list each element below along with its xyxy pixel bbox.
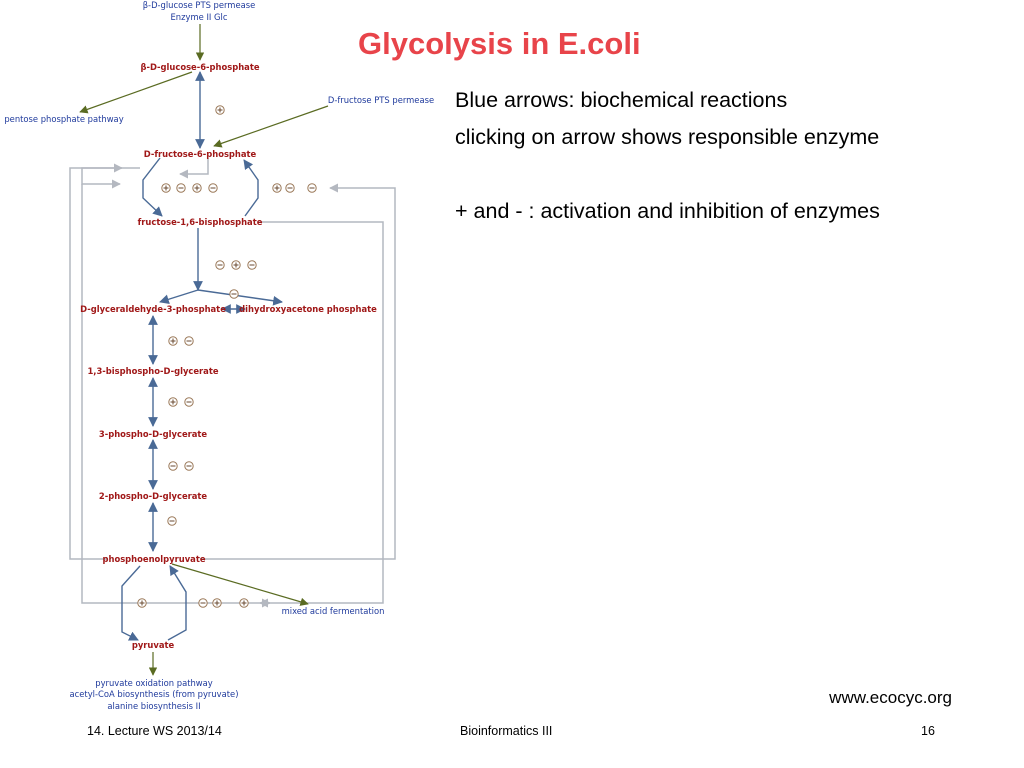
reaction-ppsa[interactable] <box>167 565 187 641</box>
metabolite-dihydroxyacetone-phosphate[interactable]: dihydroxyacetone phosphate <box>239 304 377 314</box>
metabolite-1-3-bisphosphoglycerate[interactable]: 1,3-bisphospho-D-glycerate <box>87 366 218 376</box>
activator-marker[interactable] <box>161 183 171 193</box>
metabolite-labels: β-D-glucose-6-phosphate D-fructose-6-pho… <box>80 62 377 650</box>
metabolite-3-phosphoglycerate[interactable]: 3-phospho-D-glycerate <box>99 429 208 439</box>
activator-marker[interactable] <box>212 598 222 608</box>
metabolite-fructose-6-phosphate[interactable]: D-fructose-6-phosphate <box>144 149 257 159</box>
pathway-links <box>79 24 329 676</box>
reaction-pykf[interactable] <box>121 565 141 641</box>
inhibitor-marker[interactable] <box>198 598 208 608</box>
inhibitor-marker[interactable] <box>285 183 295 193</box>
reaction-arrows <box>121 71 283 641</box>
inhibitor-marker[interactable] <box>176 183 186 193</box>
metabolite-2-phosphoglycerate[interactable]: 2-phospho-D-glycerate <box>99 491 208 501</box>
arrow-to-mixed-acid[interactable] <box>171 563 309 606</box>
inhibitor-marker[interactable] <box>215 260 225 270</box>
arrow-to-pentose-phosphate[interactable] <box>79 71 193 114</box>
inhibitor-marker[interactable] <box>208 183 218 193</box>
metabolite-glucose-6-phosphate[interactable]: β-D-glucose-6-phosphate <box>140 62 259 72</box>
activator-marker[interactable] <box>239 598 249 608</box>
footer-page-number: 16 <box>921 724 935 738</box>
reaction-aldolase-to-dhap[interactable] <box>197 289 283 306</box>
activator-marker[interactable] <box>272 183 282 193</box>
activator-marker[interactable] <box>137 598 147 608</box>
reaction-fbp[interactable] <box>243 159 259 217</box>
footer-lecture: 14. Lecture WS 2013/14 <box>87 724 222 738</box>
bullet-clicking-arrow: clicking on arrow shows responsible enzy… <box>455 125 880 149</box>
feedback-line-to-pyruvate-kinase[interactable] <box>81 184 271 608</box>
source-link[interactable]: www.ecocyc.org <box>829 688 952 707</box>
feedback-line-inner-left[interactable] <box>81 167 140 189</box>
arrow-fructose-uptake[interactable] <box>213 105 329 148</box>
bullet-activation-inhibition: + and - : activation and inhibition of e… <box>455 199 880 223</box>
activator-marker[interactable] <box>231 260 241 270</box>
label-enzyme-ii-glc[interactable]: Enzyme II Glc <box>171 12 228 22</box>
metabolite-glyceraldehyde-3-phosphate[interactable]: D-glyceraldehyde-3-phosphate <box>80 304 226 314</box>
inhibitor-marker[interactable] <box>184 336 194 346</box>
activator-marker[interactable] <box>168 397 178 407</box>
reaction-aldolase-to-gap[interactable] <box>159 289 199 305</box>
glycolysis-pathway-diagram: β-D-glucose-6-phosphate D-fructose-6-pho… <box>4 0 434 711</box>
regulation-markers <box>137 105 317 608</box>
label-pentose-phosphate-pathway[interactable]: pentose phosphate pathway <box>4 114 123 124</box>
inhibitor-marker[interactable] <box>167 516 177 526</box>
metabolite-pyruvate[interactable]: pyruvate <box>132 640 175 650</box>
activator-marker[interactable] <box>215 105 225 115</box>
inhibitor-marker[interactable] <box>168 461 178 471</box>
metabolite-phosphoenolpyruvate[interactable]: phosphoenolpyruvate <box>102 554 205 564</box>
feedback-line-f6p[interactable] <box>179 158 209 179</box>
label-pyruvate-oxidation-pathway[interactable]: pyruvate oxidation pathway <box>95 678 213 688</box>
activator-marker[interactable] <box>168 336 178 346</box>
label-alanine-biosynthesis[interactable]: alanine biosynthesis II <box>107 701 200 711</box>
metabolite-fructose-1-6-bisphosphate[interactable]: fructose-1,6-bisphosphate <box>138 217 263 227</box>
label-fructose-pts-permease[interactable]: D-fructose PTS permease <box>328 95 434 105</box>
inhibitor-marker[interactable] <box>184 397 194 407</box>
bullet-blue-arrows: Blue arrows: biochemical reactions <box>455 88 788 112</box>
inhibitor-marker[interactable] <box>247 260 257 270</box>
slide-title: Glycolysis in E.coli <box>358 26 641 61</box>
inhibitor-marker[interactable] <box>184 461 194 471</box>
feedback-line-fbp-right[interactable] <box>258 221 384 608</box>
label-acetyl-coa-biosynthesis[interactable]: acetyl-CoA biosynthesis (from pyruvate) <box>70 689 239 699</box>
inhibitor-marker[interactable] <box>229 289 239 299</box>
external-labels: β-D-glucose PTS permease Enzyme II Glc D… <box>4 0 434 711</box>
label-mixed-acid-fermentation[interactable]: mixed acid fermentation <box>282 606 385 616</box>
activator-marker[interactable] <box>192 183 202 193</box>
reaction-pfk[interactable] <box>142 157 163 217</box>
inhibitor-marker[interactable] <box>307 183 317 193</box>
regulatory-feedback-lines <box>69 158 396 608</box>
label-glucose-pts-permease[interactable]: β-D-glucose PTS permease <box>143 0 256 10</box>
footer-course: Bioinformatics III <box>460 724 553 738</box>
feedback-line-pep-right[interactable] <box>200 183 396 560</box>
